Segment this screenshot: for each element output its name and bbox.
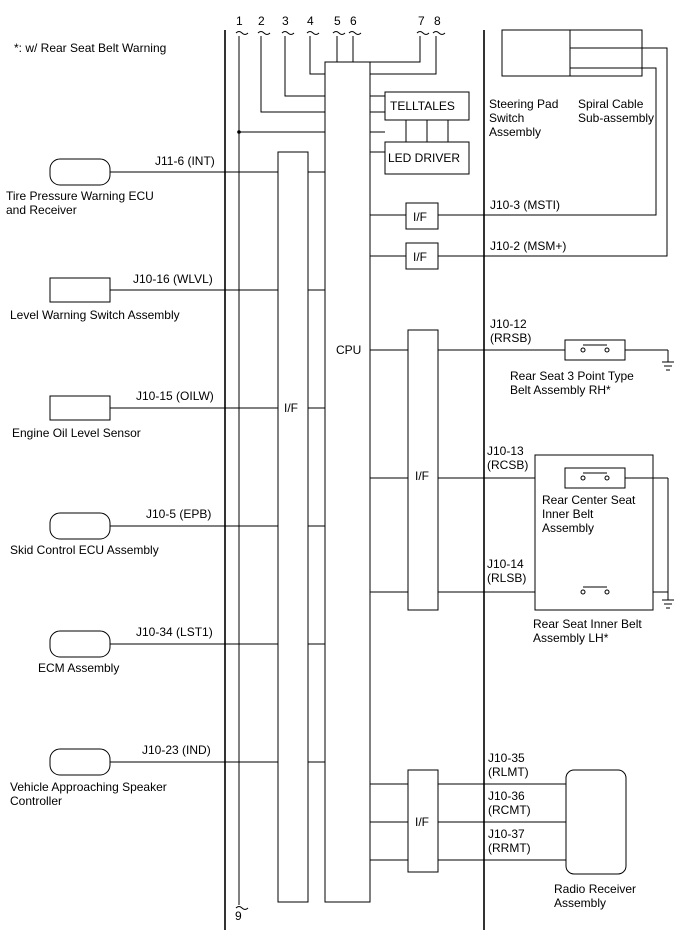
pin-8: 8 <box>434 14 441 28</box>
left-component-tire-pressure-ecu: J11-6 (INT) Tire Pressure Warning ECU an… <box>6 154 215 217</box>
rear-seat-lh-label: Rear Seat Inner Belt <box>533 617 642 631</box>
rear-center-seat-label: Rear Center Seat <box>542 493 636 507</box>
steering-pad-label: Switch <box>489 111 524 125</box>
msti-msm-wires <box>370 214 605 257</box>
seat-belt-if-label: I/F <box>415 469 429 483</box>
rlmt-connector-label: (RLMT) <box>488 765 529 779</box>
radio-receiver-label: Radio Receiver <box>554 882 636 896</box>
msm-connector-label: J10-2 (MSM+) <box>490 239 566 253</box>
msti-if-block <box>405 202 439 230</box>
component-label: Level Warning Switch Assembly <box>10 308 180 322</box>
component-label: Tire Pressure Warning ECU <box>6 189 154 203</box>
component-label: Skid Control ECU Assembly <box>10 543 159 557</box>
pin-9: 9 <box>235 909 242 923</box>
rlmt-connector-label: J10-35 <box>488 751 525 765</box>
radio-wires <box>370 783 566 861</box>
rrmt-connector-label: (RRMT) <box>488 841 531 855</box>
component-icon <box>49 630 111 658</box>
pin-2: 2 <box>258 14 265 28</box>
cpu-block <box>324 61 371 903</box>
steering-pad-switch-box <box>501 29 643 77</box>
rcsb-connector-label: J10-13 <box>487 444 524 458</box>
rlsb-connector-label: J10-14 <box>487 557 524 571</box>
telltales-led-wires <box>370 120 449 153</box>
rear-center-seat-contact <box>580 472 669 592</box>
rear-seat-rh-label: Rear Seat 3 Point Type <box>510 369 634 383</box>
component-icon <box>49 512 111 540</box>
steering-pad-label: Steering Pad <box>489 97 558 111</box>
component-label: Engine Oil Level Sensor <box>12 426 141 440</box>
pin-numbers: 1 2 3 4 5 6 7 8 9 <box>235 14 441 923</box>
component-label: and Receiver <box>6 203 77 217</box>
rrsb-connector-label: (RRSB) <box>490 331 531 345</box>
component-label: Controller <box>10 794 62 808</box>
rrmt-connector-label: J10-37 <box>488 827 525 841</box>
pin-5: 5 <box>334 14 341 28</box>
radio-if-label: I/F <box>415 815 429 829</box>
rear-seat-lh-contact <box>580 586 610 595</box>
msti-connector-label: J10-3 (MSTI) <box>490 198 560 212</box>
spiral-cable-label: Spiral Cable <box>578 97 644 111</box>
radio-receiver-label: Assembly <box>554 896 606 910</box>
rear-center-seat-switch <box>564 467 626 489</box>
rear-seat-rh-label: Belt Assembly RH* <box>510 383 611 397</box>
rear-center-seat-label: Inner Belt <box>542 507 594 521</box>
pin-7: 7 <box>418 14 425 28</box>
component-icon <box>49 277 111 303</box>
left-component-level-warning-switch: J10-16 (WLVL) Level Warning Switch Assem… <box>10 272 213 322</box>
steering-pad-label: Assembly <box>489 125 541 139</box>
component-icon <box>49 395 111 421</box>
rlsb-connector-label: (RLSB) <box>487 571 526 585</box>
left-wires <box>110 171 325 763</box>
component-icon <box>49 748 111 776</box>
left-if-block <box>277 151 309 903</box>
pin-4: 4 <box>307 14 314 28</box>
led-driver-label: LED DRIVER <box>388 151 460 165</box>
left-component-vehicle-approaching-speaker: J10-23 (IND) Vehicle Approaching Speaker… <box>10 743 211 808</box>
seat-belt-if-block <box>407 329 439 611</box>
left-if-label: I/F <box>284 401 298 415</box>
msm-if-label: I/F <box>413 250 427 264</box>
rear-seat-lh-label: Assembly LH* <box>533 631 609 645</box>
pin-3: 3 <box>282 14 289 28</box>
radio-receiver-box <box>565 769 627 875</box>
ecu-boundary-lines <box>224 30 485 930</box>
rear-seat-rh-contact <box>580 344 610 353</box>
rcmt-connector-label: J10-36 <box>488 789 525 803</box>
ground-icon <box>662 361 674 371</box>
connector-label: J11-6 (INT) <box>155 154 215 168</box>
note-text: *: w/ Rear Seat Belt Warning <box>14 41 166 55</box>
led-driver-block <box>384 141 470 175</box>
msti-if-label: I/F <box>413 210 427 224</box>
component-label: ECM Assembly <box>38 661 119 675</box>
spiral-cable-wires <box>570 47 668 257</box>
left-component-skid-control-ecu: J10-5 (EPB) Skid Control ECU Assembly <box>10 507 211 557</box>
cpu-label: CPU <box>336 343 361 357</box>
ground-icon <box>662 599 674 609</box>
connector-label: J10-34 (LST1) <box>136 625 213 639</box>
pin-1: 1 <box>236 14 243 28</box>
left-component-ecm-assembly: J10-34 (LST1) ECM Assembly <box>38 625 213 675</box>
rrsb-connector-label: J10-12 <box>490 317 527 331</box>
radio-if-block <box>407 769 439 873</box>
component-label: Vehicle Approaching Speaker <box>10 780 167 794</box>
connector-label: J10-5 (EPB) <box>146 507 211 521</box>
connector-label: J10-16 (WLVL) <box>133 272 213 286</box>
left-component-engine-oil-sensor: J10-15 (OILW) Engine Oil Level Sensor <box>12 389 214 440</box>
connector-label: J10-15 (OILW) <box>136 389 214 403</box>
rcsb-connector-label: (RCSB) <box>487 458 528 472</box>
spiral-cable-label: Sub-assembly <box>578 111 654 125</box>
telltales-label: TELLTALES <box>390 99 455 113</box>
connector-label: J10-23 (IND) <box>142 743 211 757</box>
pin-tilde-marks <box>235 31 446 910</box>
rear-center-seat-label: Assembly <box>542 521 594 535</box>
component-icon <box>49 158 111 186</box>
rcmt-connector-label: (RCMT) <box>488 803 531 817</box>
pin-6: 6 <box>350 14 357 28</box>
rear-seat-rh-switch <box>564 339 626 361</box>
